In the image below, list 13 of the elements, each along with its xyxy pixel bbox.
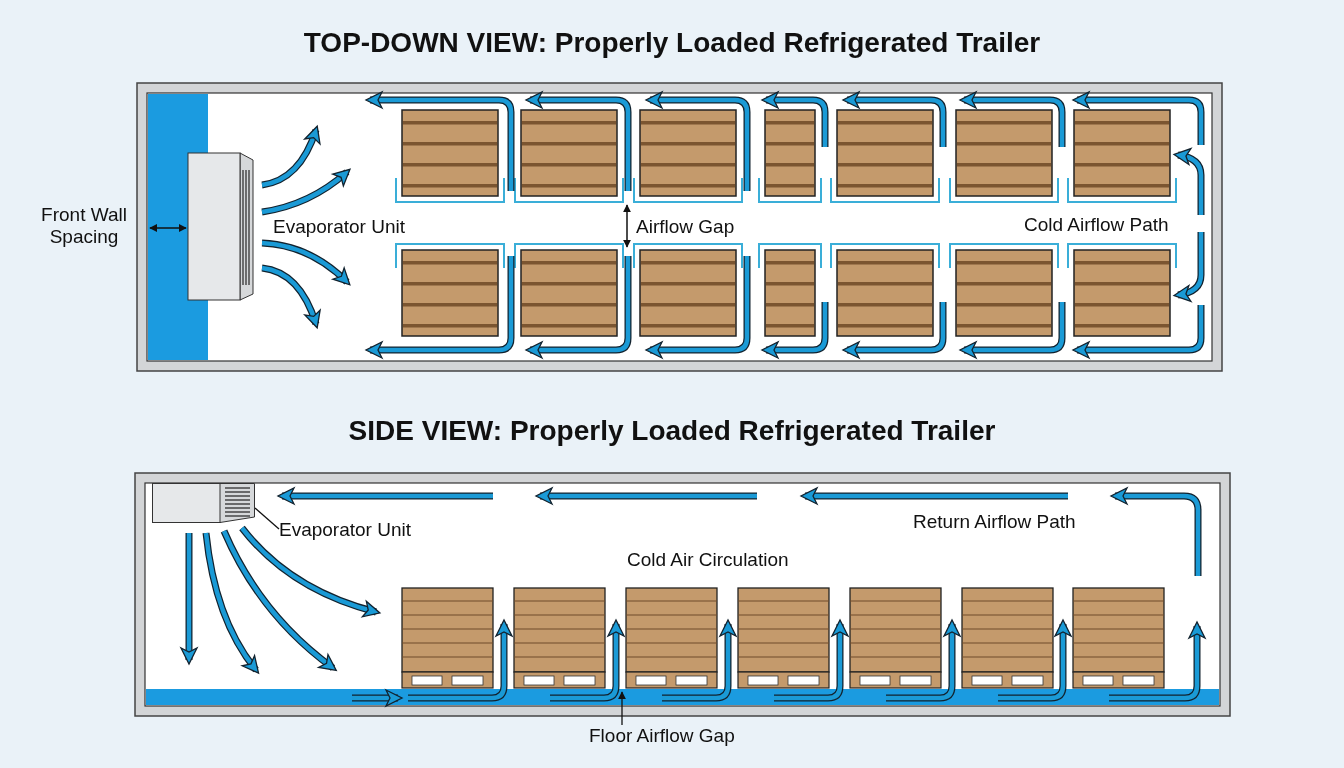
flow-label: Return Airflow Path — [913, 511, 1076, 533]
flow-label: Cold Air Circulation — [627, 549, 789, 571]
diagram-title: TOP-DOWN VIEW: Properly Loaded Refrigerated Trailer — [303, 27, 1041, 59]
gap-label: Floor Airflow Gap — [589, 725, 757, 747]
dimension-label: Airflow Gap — [636, 216, 735, 238]
section-title: SIDE VIEW: Properly Loaded Refrigerated Trailer — [348, 415, 996, 447]
dimension-label: Front Wall Spacing — [40, 204, 128, 248]
leader-line — [254, 507, 280, 530]
flow-label: Cold Airflow Path — [1024, 214, 1169, 236]
part-label: Evaporator Unit — [273, 216, 405, 238]
evaporator-unit-drawing — [152, 483, 255, 523]
part-label: Evaporator Unit — [279, 519, 431, 541]
pointer-arrow — [618, 691, 626, 726]
